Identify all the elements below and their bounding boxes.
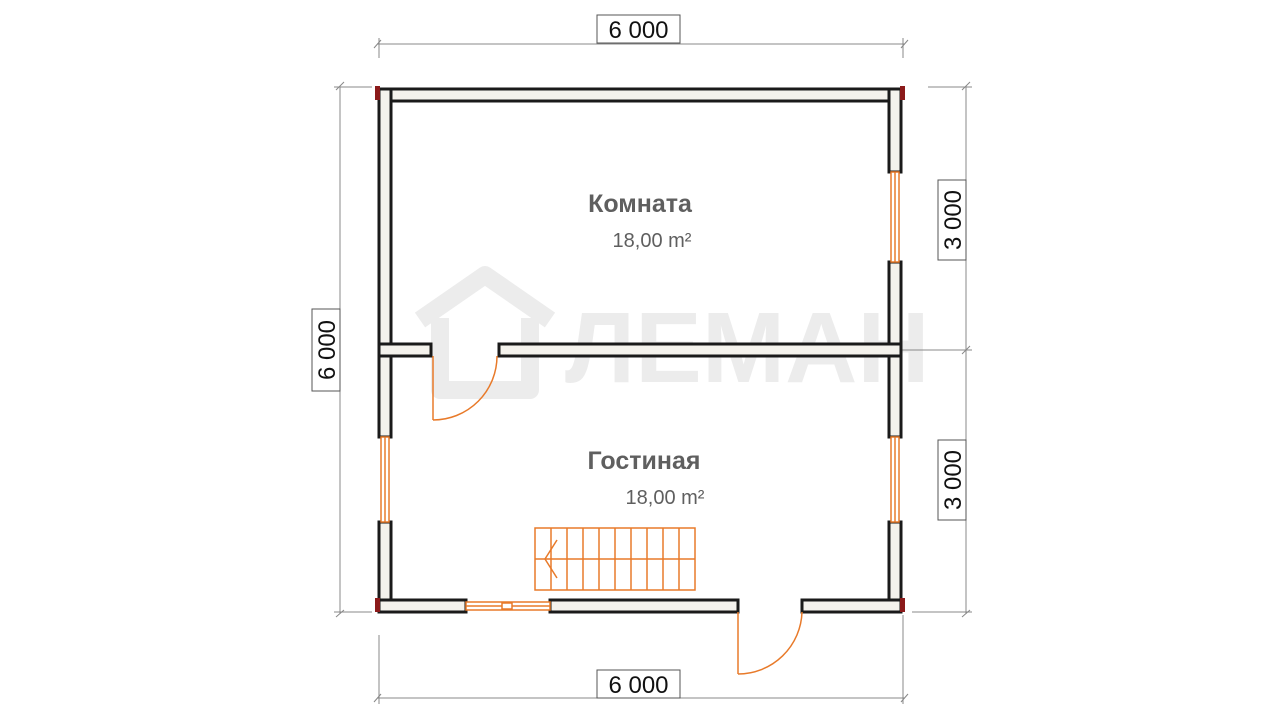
house-logo-icon [414,266,556,399]
room-name: Гостиная [588,447,701,475]
wall-bottom-right [800,598,903,614]
watermark: ЛЕМАН [414,266,930,404]
partition-left [377,342,433,358]
wall-right-top [887,87,903,174]
door-interior [432,355,498,421]
door-entrance [737,611,803,675]
wall-left-upper [377,87,393,439]
walls [377,87,903,614]
partition-right [497,342,903,358]
room-komnata: Комната 18,00 m² [588,190,693,252]
window-left [380,436,390,523]
window-right-lower [890,436,900,523]
wall-top [377,87,903,103]
room-area: 18,00 m² [613,230,692,252]
dimension-right [900,81,972,618]
dimension-right-upper-box [937,179,967,261]
wall-bottom-left [377,598,468,614]
staircase [534,527,696,591]
room-gostinaya: Гостиная 18,00 m² [588,447,705,509]
window-bottom [465,601,551,611]
dimension-right-lower-label: 3 000 [940,450,967,510]
room-area: 18,00 m² [626,487,705,509]
wall-bottom-middle [548,598,740,614]
windows [380,171,900,611]
dimension-left-box [311,308,341,392]
dimension-bottom-label: 6 000 [608,672,668,699]
dimension-bottom-box [596,669,681,699]
dimension-top-label: 6 000 [608,17,668,44]
dimension-top [373,38,909,58]
dimension-right-lower-box [937,439,967,521]
room-name: Комната [588,190,693,218]
dimension-right-upper-label: 3 000 [940,190,967,250]
dimension-top-box [596,14,681,44]
doors [432,355,803,675]
window-right-upper [890,171,900,263]
dimension-left-label: 6 000 [314,320,341,380]
corner-markers [375,86,905,612]
